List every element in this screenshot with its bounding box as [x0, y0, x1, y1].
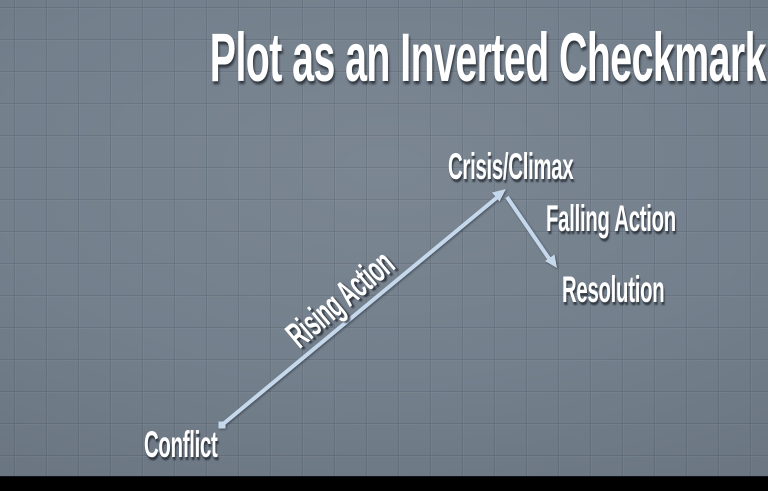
rising-action-arrowhead: [492, 189, 506, 202]
label-conflict: Conflict: [144, 426, 278, 463]
slide: Plot as an Inverted Checkmark Crisis/Cli…: [0, 0, 768, 477]
slide-title: Plot as an Inverted Checkmark: [0, 23, 768, 92]
label-resolution: Resolution: [562, 271, 748, 308]
falling-action-line: [505, 195, 552, 262]
label-falling-action-text: Falling Action: [546, 198, 676, 239]
rising-action-line: [220, 193, 502, 427]
label-falling-action: Falling Action: [546, 200, 768, 237]
slide-title-text: Plot as an Inverted Checkmark: [209, 19, 767, 96]
label-crisis-climax: Crisis/Climax: [448, 148, 676, 185]
label-conflict-text: Conflict: [144, 424, 218, 465]
graph-paper-grid: [0, 0, 768, 477]
rising-action-tail-square: [218, 421, 226, 429]
label-resolution-text: Resolution: [562, 269, 665, 310]
label-crisis-climax-text: Crisis/Climax: [448, 146, 574, 187]
bottom-letterbox-bar: [0, 476, 768, 491]
falling-action-arrowhead: [545, 254, 557, 268]
checkmark-arrows-graphic: [218, 189, 557, 429]
